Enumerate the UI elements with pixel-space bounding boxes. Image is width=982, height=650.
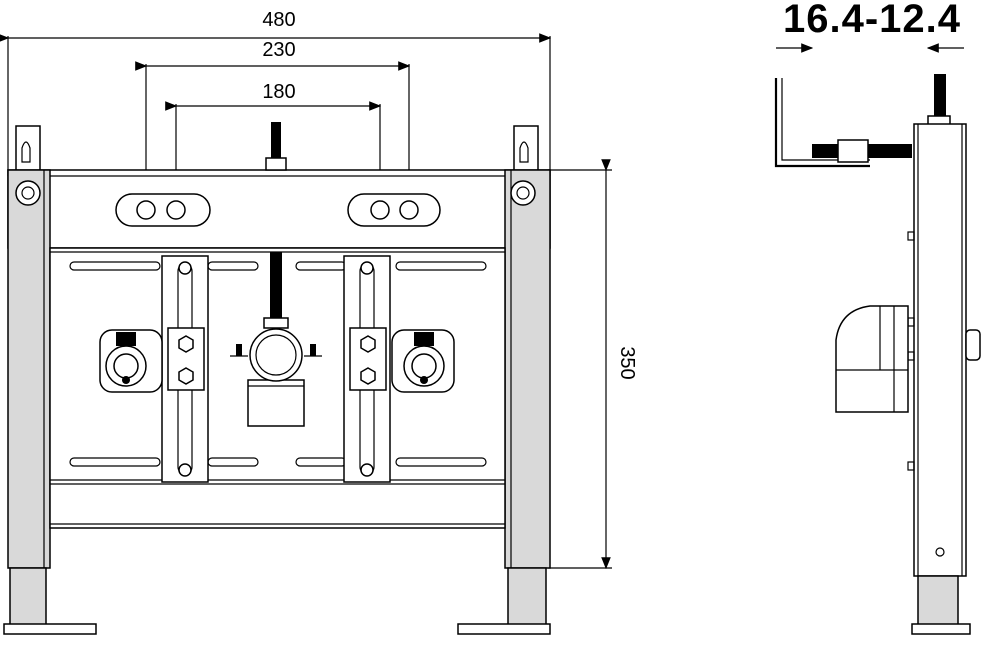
dim-350-label: 350 (616, 346, 638, 379)
side-view-dimension: 16.4-12.4 (776, 0, 964, 53)
dimension-480: 480 (0, 9, 552, 176)
depth-range-label: 16.4-12.4 (783, 0, 961, 41)
right-water-elbow (391, 329, 455, 393)
side-view-frame (774, 74, 981, 635)
dim-230-label: 230 (262, 39, 295, 61)
waste-outlet (230, 252, 322, 427)
dim-480-label: 480 (262, 9, 295, 31)
right-mounting-plate (343, 255, 391, 483)
dim-180-label: 180 (262, 81, 295, 103)
left-water-elbow (99, 329, 163, 393)
dimension-350: 350 (548, 159, 638, 570)
left-mounting-plate (161, 255, 209, 483)
